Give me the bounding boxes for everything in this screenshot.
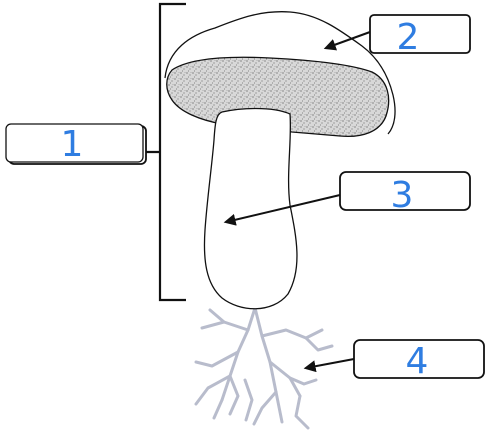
bracket [146,2,186,302]
label-number-2: 2 [397,17,420,58]
label-box-4: 4 [353,339,485,382]
arrow-2 [323,31,371,51]
mushroom-stem [203,107,298,310]
roots [194,306,334,430]
label-number-4: 4 [406,341,429,382]
label-box-2: 2 [369,14,471,58]
label-number-1: 1 [61,124,84,165]
arrow-4 [303,358,355,373]
label-number-3: 3 [391,175,414,216]
arrow-3 [223,194,341,226]
label-box-3: 3 [339,171,471,216]
label-box-1: 1 [5,123,147,165]
